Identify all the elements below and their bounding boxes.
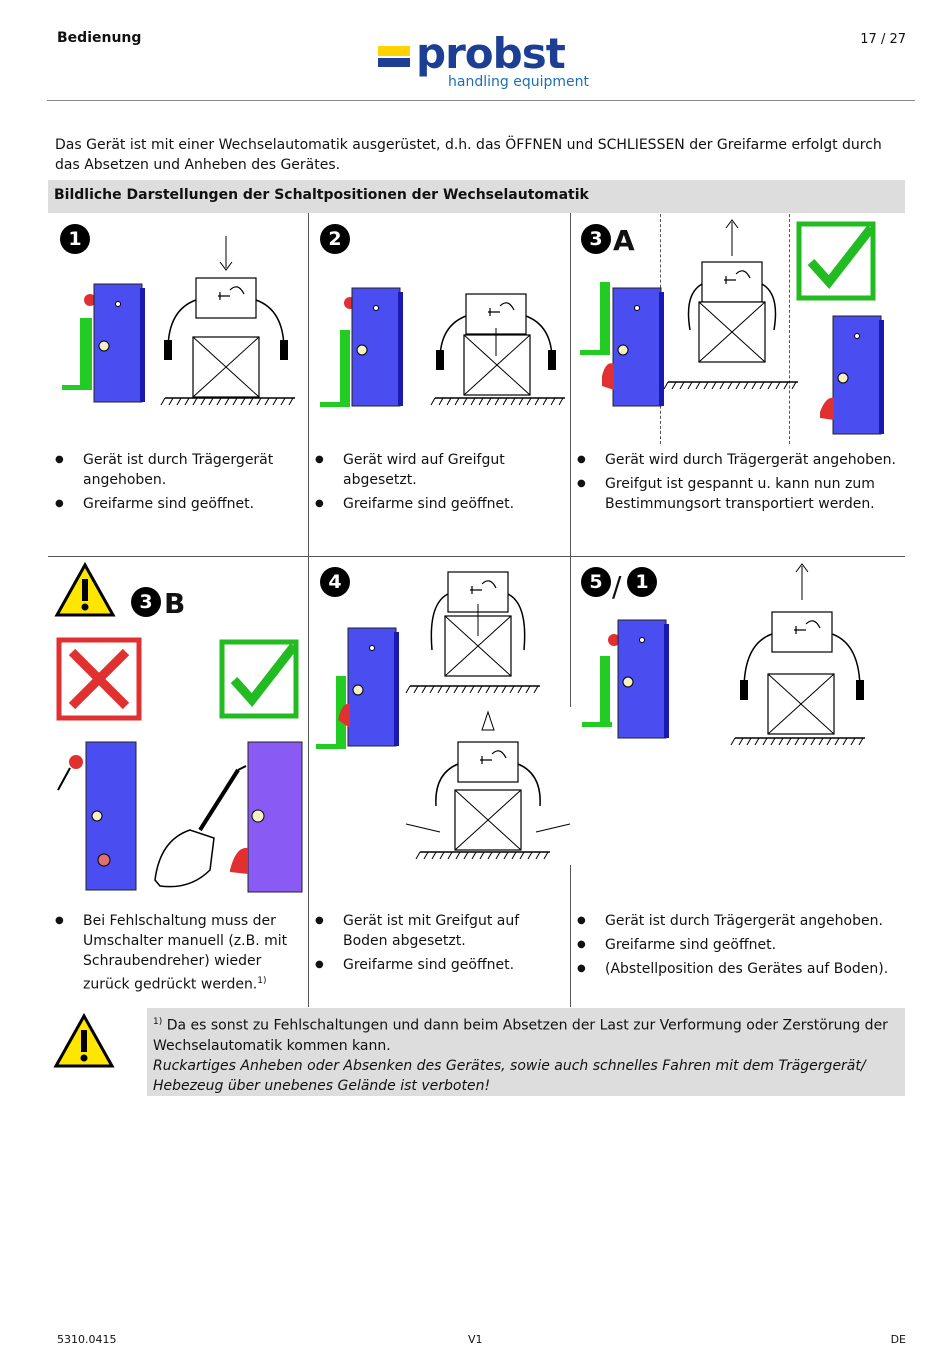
step-3b-suffix: B — [164, 587, 186, 620]
version: V1 — [468, 1333, 483, 1346]
footnote-mark: 1) — [257, 976, 267, 986]
bullet: Greifarme sind geöffnet. — [577, 935, 907, 955]
step-3b-badge: 3 — [131, 587, 161, 617]
bullet: Bei Fehlschaltung muss der Umschalter ma… — [55, 911, 305, 995]
step-3a-badge: 3 — [581, 224, 611, 254]
intro-text: Das Gerät ist mit einer Wechselautomatik… — [55, 137, 882, 173]
bullet: Gerät ist durch Trägergerät angehoben. — [577, 911, 907, 931]
logo-blue-bar — [378, 58, 410, 67]
doc-number: 5310.0415 — [57, 1333, 117, 1346]
grid-hline — [48, 556, 905, 557]
bullet: Greifarme sind geöffnet. — [55, 494, 303, 514]
section-heading: Bedienung — [57, 30, 142, 46]
step-5-slash: / — [612, 570, 622, 603]
bullet-text: Bei Fehlschaltung muss der Umschalter ma… — [83, 913, 288, 993]
step-5-bullets: Gerät ist durch Trägergerät angehoben. G… — [577, 911, 907, 983]
bullet: Greifgut ist gespannt u. kann nun zum Be… — [577, 474, 907, 514]
step-1-bullets: Gerät ist durch Trägergerät angehoben. G… — [55, 450, 303, 518]
step-4-bullets: Gerät ist mit Greifgut auf Boden abgeset… — [315, 911, 567, 979]
logo-wordmark: probst — [416, 29, 566, 78]
bullet: Gerät wird auf Greifgut abgesetzt. — [315, 450, 565, 490]
step-5-second-badge: 1 — [627, 567, 657, 597]
step-2-bullets: Gerät wird auf Greifgut abgesetzt. Greif… — [315, 450, 565, 518]
probst-logo: probst handling equipment — [378, 30, 590, 96]
grid-vline — [308, 213, 309, 556]
step-2-badge: 2 — [320, 224, 350, 254]
grid-vline — [570, 557, 571, 707]
bullet: Gerät wird durch Trägergerät angehoben. — [577, 450, 907, 470]
bullet: Gerät ist mit Greifgut auf Boden abgeset… — [315, 911, 567, 951]
logo-tagline: handling equipment — [448, 74, 589, 90]
step-3b-bullets: Bei Fehlschaltung muss der Umschalter ma… — [55, 911, 305, 999]
warning-triangle-icon — [54, 1014, 114, 1068]
bullet: Greifarme sind geöffnet. — [315, 955, 567, 975]
grid-vline — [308, 557, 309, 1007]
warning-text: Ruckartiges Anheben oder Absenken des Ge… — [153, 1057, 866, 1094]
footnote-text: 1) Da es sonst zu Fehlschaltungen und da… — [153, 1012, 899, 1056]
bullet: Greifarme sind geöffnet. — [315, 494, 565, 514]
language: DE — [890, 1333, 906, 1346]
step-1-badge: 1 — [60, 224, 90, 254]
footnote-body: Da es sonst zu Fehlschaltungen und dann … — [153, 1017, 888, 1054]
step-3a-illustration — [580, 219, 885, 435]
grid-vline — [570, 213, 571, 556]
footnote-box: 1) Da es sonst zu Fehlschaltungen und da… — [147, 1008, 905, 1096]
step-3a-bullets: Gerät wird durch Trägergerät angehoben. … — [577, 450, 907, 518]
grid-dashed — [789, 214, 790, 444]
header-divider — [47, 100, 915, 101]
section-title: Bildliche Darstellungen der Schaltpositi… — [48, 180, 905, 213]
bullet: Gerät ist durch Trägergerät angehoben. — [55, 450, 303, 490]
step-4-illustration — [316, 571, 571, 860]
page-number: 17 / 27 — [860, 32, 906, 47]
step-3b-illustration — [55, 563, 303, 893]
logo-yellow-bar — [378, 46, 410, 56]
step-3a-suffix: A — [613, 224, 635, 257]
step-2-illustration — [320, 287, 566, 407]
step-4-badge: 4 — [320, 567, 350, 597]
step-5-badge: 5 — [581, 567, 611, 597]
step-1-illustration — [62, 236, 296, 406]
footnote-mark: 1) — [153, 1017, 163, 1027]
grid-vline — [570, 865, 571, 1007]
step-5-illustration — [582, 563, 866, 746]
bullet: (Abstellposition des Gerätes auf Boden). — [577, 959, 907, 979]
